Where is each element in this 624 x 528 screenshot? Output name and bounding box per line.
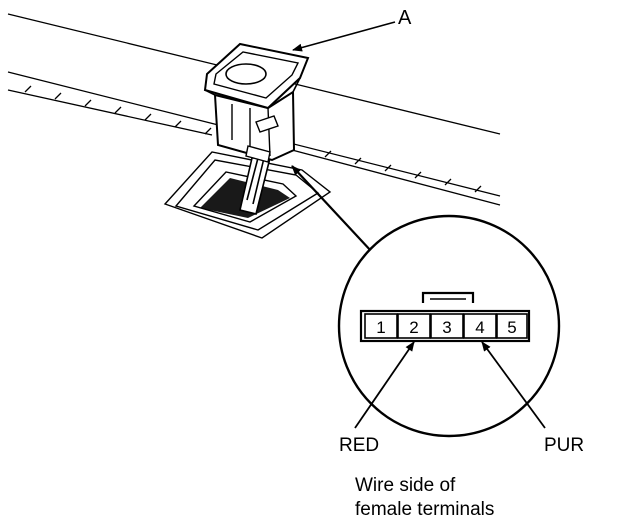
red-wire-arrow [354, 341, 415, 429]
caption-line-2: female terminals [355, 499, 495, 520]
pin-1: 1 [376, 318, 385, 337]
switch-unit-a [203, 42, 310, 163]
red-wire-label: RED [339, 435, 380, 456]
callout-a-label: A [398, 7, 412, 29]
terminal-cells [364, 313, 528, 339]
connector-face [359, 291, 531, 343]
pin-numbers: 1 2 3 4 5 [376, 318, 516, 337]
pin-5: 5 [507, 318, 516, 337]
caption-line-1: Wire side of [355, 475, 456, 496]
pur-wire-arrow [481, 341, 546, 429]
pur-wire-label: PUR [544, 435, 585, 456]
pin-4: 4 [475, 318, 484, 337]
detail-leader [291, 165, 373, 253]
pin-3: 3 [442, 318, 451, 337]
pin-2: 2 [409, 318, 418, 337]
callout-a-leader [292, 21, 396, 52]
